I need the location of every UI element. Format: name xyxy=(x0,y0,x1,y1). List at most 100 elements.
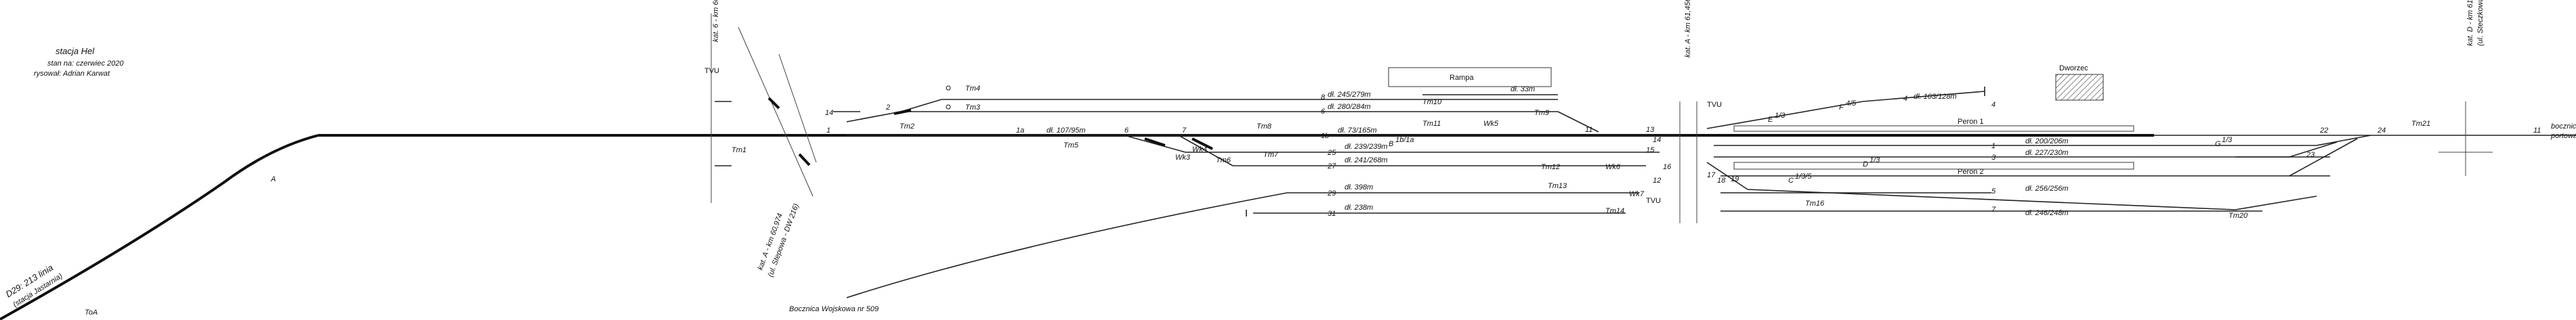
sw-15: 15 xyxy=(1646,146,1655,154)
shunting-signals: Tm4 Tm3 Tm2 Tm1 Tm5 Tm6 Tm7 Tm8 Tm10 Tm1… xyxy=(732,85,2430,220)
header-block: stacja Hel stan na: czerwiec 2020 rysowa… xyxy=(34,46,124,78)
tracks-middle: 1a dł. 107/95m 1b dł. 73/165m 1 xyxy=(826,127,1680,140)
track-29-length: dł. 398m xyxy=(1345,183,1373,191)
sw-17: 17 xyxy=(1707,171,1716,179)
sw-2: 2 xyxy=(885,104,890,112)
track-6-length: dł. 280/284m xyxy=(1328,103,1371,111)
signal-f-sup: 4/5 xyxy=(1846,99,1857,108)
peron-1: Peron 1 xyxy=(1958,118,1984,126)
track-25-no: 25 xyxy=(1327,149,1336,157)
track-31-length: dł. 238m xyxy=(1345,204,1373,212)
tm14: Tm14 xyxy=(1605,207,1624,215)
wk4: Wk4 xyxy=(1192,145,1207,154)
track-1a-no: 1a xyxy=(1016,127,1024,135)
sw-18: 18 xyxy=(1717,177,1726,185)
tm1: Tm1 xyxy=(732,146,746,154)
station-title: stacja Hel xyxy=(56,46,95,56)
wk6: Wk6 xyxy=(1605,163,1621,171)
sw-7: 7 xyxy=(1182,127,1187,135)
tm7: Tm7 xyxy=(1263,151,1279,159)
tracks-right: Peron 1 Peron 2 4 dł. 103/128m 1 dł. 200… xyxy=(1557,87,2371,217)
track-25-length: dł. 239/239m xyxy=(1345,143,1388,151)
signal-toa: ToA xyxy=(85,308,98,317)
track-27-length: dł. 241/268m xyxy=(1345,156,1388,164)
sw-6: 6 xyxy=(1124,127,1129,135)
tm5: Tm5 xyxy=(1063,141,1079,150)
signal-g-sup: 1/3 xyxy=(2222,136,2233,144)
tvu-left: TVU xyxy=(704,67,719,75)
signal-c: C xyxy=(1788,177,1794,185)
track-27-no: 27 xyxy=(1327,162,1336,170)
tm6: Tm6 xyxy=(1216,156,1231,164)
track-8-no: 8 xyxy=(1321,93,1326,101)
tm20: Tm20 xyxy=(2229,212,2248,220)
signal-b-sup: 1b/1a xyxy=(1395,136,1414,144)
track-6-no: 6 xyxy=(1321,108,1326,116)
tvu-mid-bottom: TVU xyxy=(1646,197,1661,205)
track-5-length: dł. 256/256m xyxy=(2025,185,2069,193)
track-4-no: 4 xyxy=(1903,95,1907,103)
sw-13: 13 xyxy=(1646,126,1655,134)
tm8: Tm8 xyxy=(1257,122,1272,131)
track-8-length: dł. 245/279m xyxy=(1328,91,1371,99)
track-5-no: 5 xyxy=(1991,187,1996,196)
tm21: Tm21 xyxy=(2411,120,2430,128)
track-3-no: 3 xyxy=(1991,154,1996,162)
signal-f: F xyxy=(1839,104,1844,112)
end-track-no: 11 xyxy=(2533,127,2541,135)
rampa: Rampa dł. 33m xyxy=(1388,67,1558,95)
track-1-no: 1 xyxy=(1991,142,1996,150)
tm13: Tm13 xyxy=(1548,182,1567,190)
dworzec-label: Dworzec xyxy=(2059,64,2088,72)
level-crossing-right: kat. D - km 61,537 (ul. Steczkowa) 11 bo… xyxy=(2438,0,2576,176)
signal-e: E xyxy=(1768,116,1773,124)
km-top-right-sub: (ul. Steczkowa) xyxy=(2476,0,2485,46)
signal-c-sup: 1/3/5 xyxy=(1795,173,1812,181)
signal-d: D xyxy=(1863,160,1868,168)
tracks-upper: dł. 245/279m dł. 280/284m 8 6 2 14 xyxy=(825,91,1558,122)
dworzec: Dworzec xyxy=(2055,64,2104,101)
tm12: Tm12 xyxy=(1541,163,1560,171)
main-signals: A ToA B 1b/1a C 1/3/5 D 1/3 E 1/3 F 4/5 … xyxy=(85,99,2233,317)
signal-b: B xyxy=(1389,140,1393,148)
tm-14-label: 14 xyxy=(825,109,833,117)
tm3: Tm3 xyxy=(965,104,981,112)
tm11: Tm11 xyxy=(1422,120,1441,128)
peron-2: Peron 2 xyxy=(1958,168,1984,176)
track-7-no: 7 xyxy=(1991,206,1996,214)
rampa-label: Rampa xyxy=(1450,74,1474,82)
tm10: Tm10 xyxy=(1422,98,1442,106)
sw-19: 19 xyxy=(1731,175,1739,183)
tm2: Tm2 xyxy=(900,122,914,131)
tracks-lower: 25 dł. 239/239m 27 dł. 241/268m 29 dł. 3… xyxy=(789,127,1660,313)
level-crossing-mid: kat. A - km 61,456 TVU TVU xyxy=(1646,0,1722,223)
signal-e-sup: 1/3 xyxy=(1775,112,1786,120)
tm16: Tm16 xyxy=(1805,200,1825,208)
sw-11: 11 xyxy=(1585,126,1592,134)
track-1b-no: 1b xyxy=(1321,132,1329,140)
track-31-no: 31 xyxy=(1328,210,1336,218)
wk7: Wk7 xyxy=(1629,190,1645,198)
track-7-length: dł. 246/248m xyxy=(2025,209,2069,217)
km-top-right: kat. D - km 61,537 xyxy=(2466,0,2474,46)
sw-22: 22 xyxy=(2319,127,2328,135)
track-1-length: dł. 200/206m xyxy=(2025,137,2069,145)
sw-23: 23 xyxy=(2306,151,2315,159)
tm3-lamp-icon xyxy=(946,104,951,110)
km-top-left: kat. 6 - km 60,966 xyxy=(712,0,720,42)
end-label: bocznica xyxy=(2551,122,2576,131)
state-date: stan na: czerwiec 2020 xyxy=(47,60,124,68)
sw-12: 12 xyxy=(1653,177,1661,185)
main-line: D29: 213 linia (stacja Jastarnia) xyxy=(0,134,2576,320)
track-1b-length: dł. 73/165m xyxy=(1338,127,1376,135)
track-1a-length: dł. 107/95m xyxy=(1047,127,1085,135)
sw-16: 16 xyxy=(1663,163,1672,171)
sw-1: 1 xyxy=(826,127,830,135)
end-label-2: portowa xyxy=(2550,132,2576,140)
level-crossing-left: TVU kat. 6 - km 60,966 kat. A - km 60,97… xyxy=(704,0,817,278)
track-3-length: dł. 227/230m xyxy=(2025,149,2069,157)
switch-numbers-right: 11 13 14 15 16 17 18 19 12 22 23 24 xyxy=(1585,126,2386,185)
signal-f4: 4 xyxy=(1991,101,1996,109)
km-top-mid: kat. A - km 61,456 xyxy=(1684,0,1692,58)
